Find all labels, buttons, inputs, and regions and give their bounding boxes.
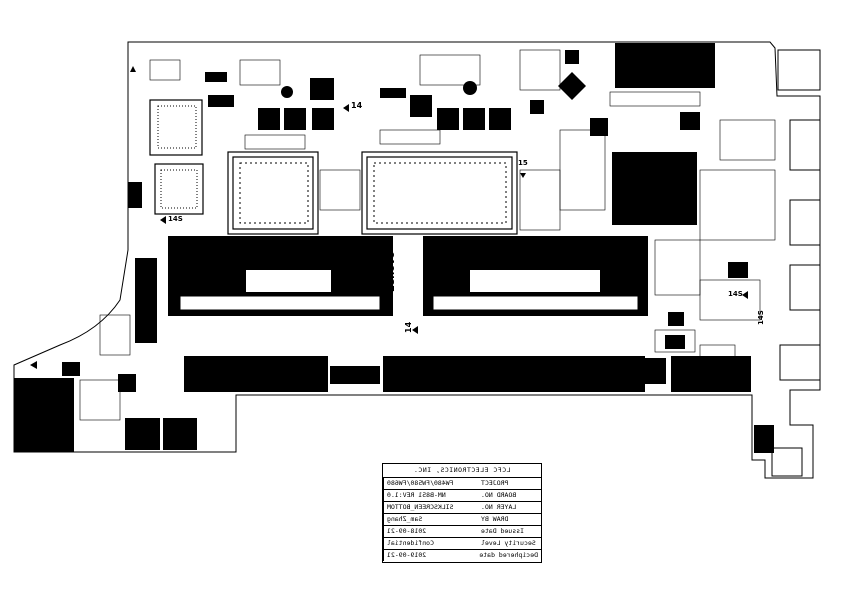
title-block: LCFC ELECTRONICS, INC. FW480/FW580/FW680…: [382, 463, 542, 563]
chip-ball-grid: [157, 105, 507, 224]
title-block-value: NM-B851 REV:1.0: [383, 490, 478, 501]
marker-label: 15: [518, 159, 528, 167]
marker-label: 14S: [168, 215, 183, 223]
bottom-connector-bar: [184, 356, 751, 392]
side-connectors: [771, 49, 821, 477]
title-block-value: Confidential: [383, 538, 478, 549]
title-block-value: 2019-09-21: [383, 550, 478, 561]
top-black-blocks: [558, 43, 715, 225]
title-block-label: Security Level: [481, 539, 536, 547]
title-block-row: FW480/FW580/FW680 PROJECT: [383, 478, 541, 490]
title-block-label: LAYER NO.: [481, 503, 517, 511]
title-block-row: Sam_Zhang DRAW BY: [383, 514, 541, 526]
title-block-label: Deciphered date: [479, 551, 538, 559]
title-block-row: SILKSCREEN_BOTTOM LAYER NO.: [383, 502, 541, 514]
title-block-value: SILKSCREEN_BOTTOM: [383, 502, 478, 513]
marker-label: 14: [404, 321, 413, 333]
marker-label: 14S: [757, 310, 765, 325]
lenovo-logo: Lenovo: [386, 251, 397, 292]
title-block-label: PROJECT: [481, 479, 509, 487]
title-block-label: Issued Date: [481, 527, 525, 535]
title-block-value: Sam_Zhang: [383, 514, 478, 525]
orientation-markers: [30, 66, 748, 369]
title-block-value: FW480/FW580/FW680: [383, 478, 478, 489]
title-block-label: DRAW BY: [481, 515, 509, 523]
title-block-label: BOARD NO.: [481, 491, 517, 499]
title-block-row: 2019-09-21 Deciphered date: [383, 550, 541, 561]
title-block-value: 2018-09-21: [383, 526, 478, 537]
title-block-row: Confidential Security Level: [383, 538, 541, 550]
small-components: [79, 49, 776, 421]
title-block-row: NM-B851 REV:1.0 BOARD NO.: [383, 490, 541, 502]
marker-label: 14: [351, 101, 363, 110]
power-components: [128, 72, 748, 349]
memory-slots: [168, 236, 648, 316]
title-block-row: 2018-09-21 Issued Date: [383, 526, 541, 538]
left-bottom-blocks: [14, 258, 774, 453]
marker-label: 14S: [728, 290, 743, 298]
company-name: LCFC ELECTRONICS, INC.: [383, 464, 541, 478]
chip-outlines: [149, 99, 518, 235]
